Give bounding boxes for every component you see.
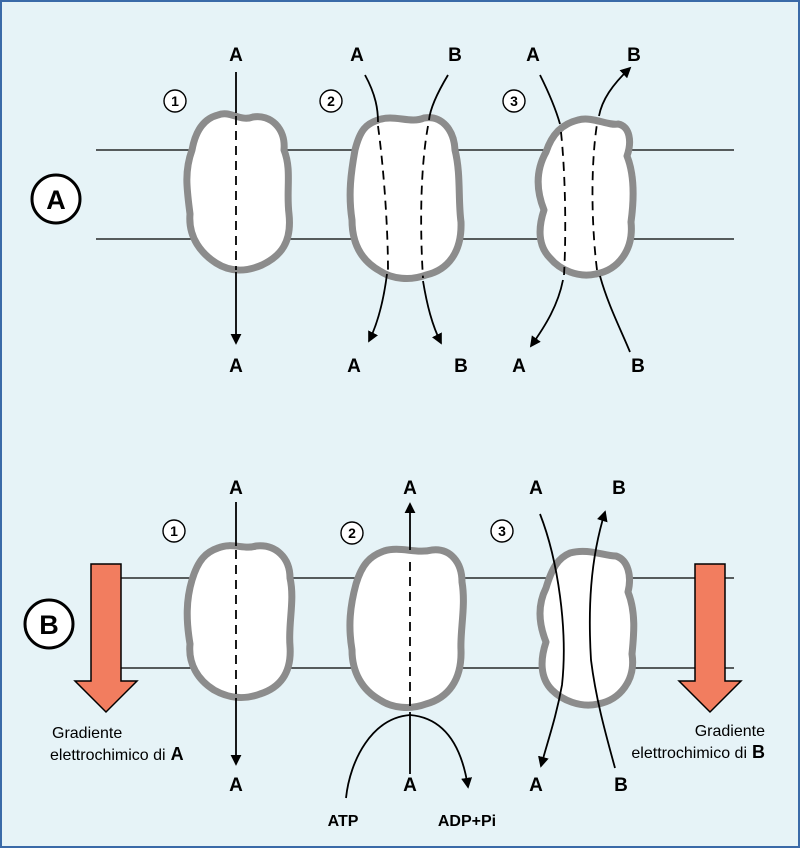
step-number: 1 [170,523,178,539]
molecule-label: B [627,45,641,66]
molecule-label: A [229,45,243,66]
panel-label-circle [30,173,82,225]
panel-a: A 1 2 3 A A A B A B A B [30,45,734,377]
molecule-label: A [403,478,417,499]
molecule-label: B [631,356,645,377]
step-number: 2 [327,93,335,109]
atp-hydrolysis-arc [345,714,473,799]
antiport-path-a [538,513,565,768]
channel-protein [183,542,296,701]
antiport-path-b [588,510,616,769]
step-number: 3 [510,93,518,109]
molecule-label: A [229,356,243,377]
step-number: 2 [348,525,356,541]
antiport-arrow-b [598,66,632,117]
panel-label: B [39,610,59,640]
molecule-label: A [529,478,543,499]
molecule-label: A [403,775,417,796]
step-circle [490,519,514,543]
gradient-a-caption-text: elettrochimico di [50,747,166,764]
molecule-label: A [347,356,361,377]
antiport-channel-a [560,131,567,276]
gradient-arrow-a [73,563,139,714]
symport-path-b [428,74,449,121]
step-circle [319,89,343,113]
gradient-arrow-b [677,563,743,714]
symport-channel-a [377,125,389,271]
molecule-label: A [529,775,543,796]
antiport-path-b [599,275,631,353]
panel-label: A [46,185,66,215]
gradient-b-caption-line2: elettrochimico di B [631,742,765,762]
step-number: 3 [498,523,506,539]
molecule-label: B [614,775,628,796]
adp-label: ADP+Pi [438,813,496,830]
step-number: 1 [171,93,179,109]
molecule-label: B [612,478,626,499]
molecule-label: A [350,45,364,66]
symport-path-a [364,74,379,123]
molecule-label: B [454,356,468,377]
atp-label: ATP [328,813,359,830]
antiport-path-a [539,74,561,125]
gradient-a-molecule: A [171,744,184,764]
gradient-a-caption-line1: Gradiente [52,725,122,742]
gradient-b-caption-text: elettrochimico di [631,745,747,762]
symport-arrow-a [368,273,388,343]
molecule-label: B [448,45,462,66]
gradient-a-caption-line2: elettrochimico di A [50,744,184,764]
antiport-protein [536,547,638,709]
antiport-arrow-a [529,279,564,348]
molecule-label: A [526,45,540,66]
panel-label-circle [23,598,75,650]
symport-protein [346,114,465,282]
step-circle [162,519,186,543]
symport-channel-b [420,125,429,279]
pump-protein [346,545,467,711]
molecule-label: A [512,356,526,377]
molecule-label: A [229,775,243,796]
panel-b: B 1 2 3 A A A A ATP ADP+Pi A B A B Gr [23,478,765,830]
step-circle [340,521,364,545]
step-circle [163,89,187,113]
symport-arrow-b [422,280,442,345]
antiport-protein [534,115,637,279]
uniport-protein [183,110,293,274]
gradient-b-molecule: B [752,742,765,762]
gradient-b-caption-line1: Gradiente [695,723,765,740]
step-circle [502,89,526,113]
molecule-label: A [229,478,243,499]
